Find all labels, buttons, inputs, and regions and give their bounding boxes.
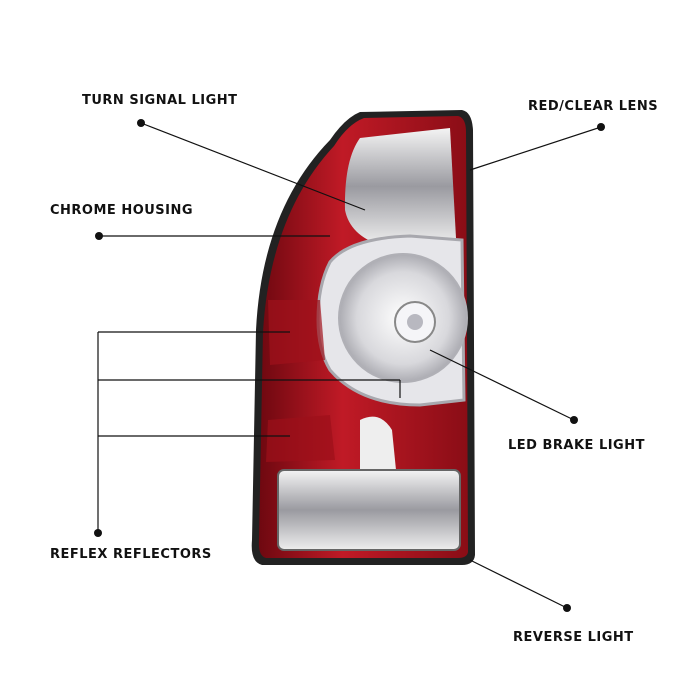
callout-dots — [94, 119, 605, 612]
reflex-reflector-lower — [266, 415, 335, 462]
turn-signal-lens — [344, 128, 456, 245]
label-led-brake-light: LED BRAKE LIGHT — [508, 438, 645, 453]
reflex-reflector-upper — [268, 300, 325, 365]
label-turn-signal-light: TURN SIGNAL LIGHT — [82, 93, 238, 108]
label-chrome-housing: CHROME HOUSING — [50, 203, 194, 218]
label-red-clear-lens: RED/CLEAR LENS — [528, 99, 659, 114]
label-reflex-reflectors: REFLEX REFLECTORS — [50, 547, 212, 562]
callout-lines — [97, 122, 602, 609]
inner-clear-strip — [360, 416, 396, 470]
led-bulb — [407, 314, 423, 330]
reverse-light-lens — [277, 469, 461, 551]
label-reverse-light: REVERSE LIGHT — [513, 630, 634, 645]
